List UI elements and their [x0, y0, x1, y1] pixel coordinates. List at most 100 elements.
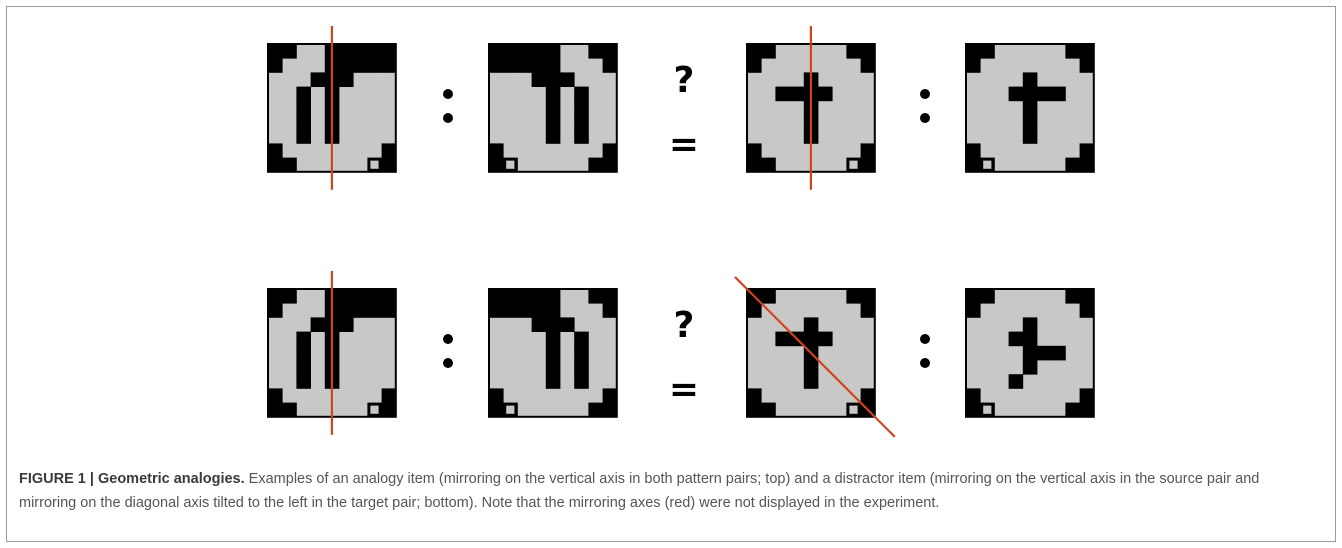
pattern-pixel: [1079, 58, 1095, 73]
corner-square: [506, 160, 515, 169]
pattern-pixel: [517, 44, 532, 59]
pattern-pixel: [268, 44, 283, 59]
pattern-pixel: [339, 317, 354, 332]
pattern-pixel: [1051, 345, 1066, 361]
pattern-pixel: [860, 157, 876, 173]
pattern-pixel: [803, 331, 819, 347]
ratio-colon: [443, 334, 453, 368]
pattern-pixel: [1022, 317, 1038, 332]
pattern-pixel: [1079, 303, 1095, 318]
pattern-pixel: [574, 115, 589, 130]
pattern-pixel: [503, 44, 518, 59]
pattern-pixel: [980, 289, 995, 304]
pattern-pixel: [818, 331, 833, 347]
pattern-pixel: [282, 44, 297, 59]
pattern-pixel: [803, 360, 819, 375]
pattern-pixel: [545, 58, 561, 73]
pattern-pixel: [381, 143, 397, 158]
pattern-pixel: [296, 331, 311, 347]
pattern-pixel: [545, 72, 561, 87]
pattern-pixel: [747, 58, 762, 73]
pattern-pixel: [1008, 331, 1024, 347]
pattern-pixel: [381, 289, 397, 304]
pattern-pixel: [602, 388, 618, 403]
pattern-pixel: [367, 44, 382, 59]
pattern-pixel: [818, 86, 833, 102]
pattern-pixel: [503, 289, 518, 304]
pattern-pixel: [803, 317, 819, 332]
pattern-pixel: [1008, 86, 1024, 102]
pattern-pixel: [588, 402, 603, 418]
pattern-pixel: [588, 289, 603, 304]
pattern-pixel: [846, 289, 861, 304]
pattern-pixel: [1065, 289, 1080, 304]
pattern-pixel: [381, 58, 397, 73]
pattern-pixel: [966, 402, 981, 418]
pattern-pixel: [602, 303, 618, 318]
pattern-pixel: [545, 345, 561, 361]
pattern-pixel: [545, 289, 561, 304]
pattern-pixel: [860, 58, 876, 73]
pattern-pixel: [1079, 289, 1095, 304]
pattern-pixel: [545, 129, 561, 144]
pattern-pixel: [602, 143, 618, 158]
pattern-pixel: [860, 388, 876, 403]
diagonal-mirror-axis: [734, 276, 896, 438]
pattern-pixel: [545, 44, 561, 59]
pattern-tile-cross-shape-mirrored: [965, 43, 1095, 173]
pattern-pixel: [381, 402, 397, 418]
equals-sign: =: [669, 369, 699, 410]
pattern-tile-inverted-y-shape-mirrored: [488, 288, 618, 418]
pattern-pixel: [503, 303, 518, 318]
pattern-pixel: [1022, 100, 1038, 116]
pattern-pixel: [747, 157, 762, 173]
pattern-pixel: [353, 58, 368, 73]
pattern-pixel: [268, 402, 283, 418]
corner-square: [370, 405, 379, 414]
pattern-pixel: [1022, 129, 1038, 144]
pattern-pixel: [1022, 72, 1038, 87]
pattern-pixel: [339, 58, 354, 73]
pattern-pixel: [268, 143, 283, 158]
pattern-pixel: [367, 58, 382, 73]
pattern-pixel: [966, 44, 981, 59]
pattern-pixel: [296, 360, 311, 375]
pattern-pixel: [489, 58, 504, 73]
pattern-pixel: [588, 44, 603, 59]
corner-square: [370, 160, 379, 169]
pattern-pixel: [531, 44, 547, 59]
pattern-pixel: [545, 115, 561, 130]
pattern-pixel: [1079, 157, 1095, 173]
pattern-pixel: [966, 143, 981, 158]
pattern-pixel: [489, 143, 504, 158]
pattern-tile-cross-shape: [734, 276, 896, 438]
pattern-pixel: [517, 289, 532, 304]
pattern-pixel: [747, 143, 762, 158]
pattern-pixel: [1022, 345, 1038, 361]
pattern-pixel: [545, 331, 561, 347]
pattern-pixel: [268, 157, 283, 173]
pattern-pixel: [860, 44, 876, 59]
pattern-pixel: [339, 72, 354, 87]
question-mark: ?: [674, 60, 695, 101]
figure-canvas: ?= ?=: [267, 26, 1095, 438]
pattern-pixel: [761, 44, 776, 59]
pattern-pixel: [1022, 115, 1038, 130]
pattern-pixel: [381, 388, 397, 403]
pattern-pixel: [381, 44, 397, 59]
pattern-pixel: [574, 374, 589, 389]
pattern-pixel: [1051, 86, 1066, 102]
pattern-pixel: [268, 388, 283, 403]
pattern-pixel: [531, 72, 547, 87]
pattern-pixel: [966, 157, 981, 173]
corner-square: [849, 405, 858, 414]
corner-square: [983, 405, 992, 414]
pattern-pixel: [310, 72, 326, 87]
pattern-pixel: [966, 58, 981, 73]
ratio-colon: [920, 89, 930, 123]
pattern-pixel: [517, 303, 532, 318]
pattern-pixel: [489, 388, 504, 403]
pattern-pixel: [381, 303, 397, 318]
pattern-pixel: [980, 44, 995, 59]
pattern-tile-inverted-y-shape-mirrored: [488, 43, 618, 173]
